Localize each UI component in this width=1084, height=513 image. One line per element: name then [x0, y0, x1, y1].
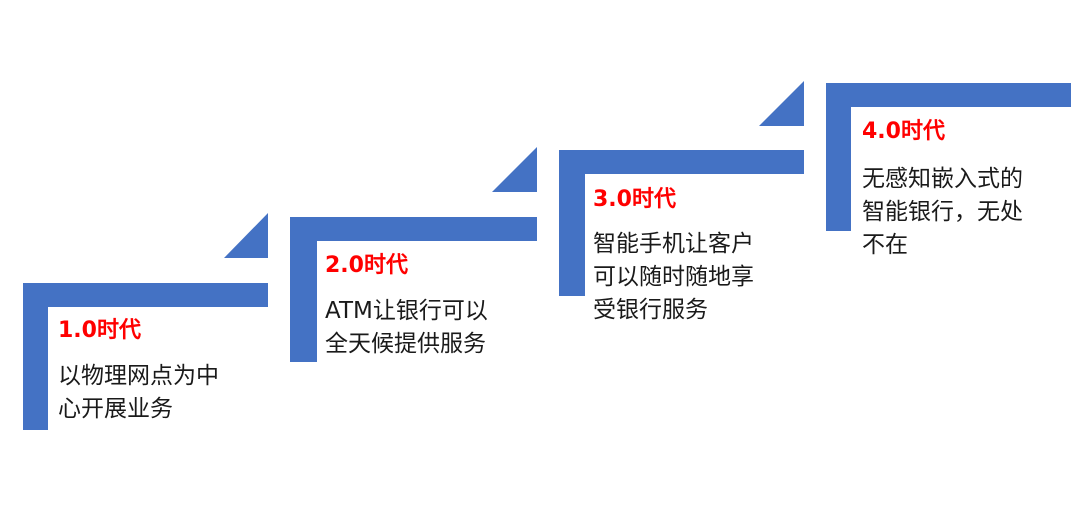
stage-1-bar	[23, 283, 268, 307]
stage-2-description: ATM让银行可以 全天候提供服务	[325, 295, 488, 361]
stage-4-bar	[826, 83, 1071, 107]
stage-3-post	[559, 150, 585, 296]
stage-3-line-3: 受银行服务	[593, 297, 708, 323]
stage-1-description: 以物理网点为中 心开展业务	[58, 360, 219, 426]
stage-1-line-1: 以物理网点为中	[58, 363, 219, 389]
stage-2-triangle	[492, 147, 537, 192]
stage-3-description: 智能手机让客户 可以随时随地享 受银行服务	[593, 228, 754, 327]
stage-4-line-1: 无感知嵌入式的	[862, 166, 1023, 192]
stage-4-post	[826, 83, 851, 231]
stage-2-line-1: ATM让银行可以	[325, 298, 488, 324]
stage-2-line-2: 全天候提供服务	[325, 331, 486, 357]
stage-3-shape	[559, 81, 804, 296]
stage-1-line-2: 心开展业务	[58, 396, 173, 422]
stage-3-line-2: 可以随时随地享	[593, 264, 754, 290]
stage-4-shape	[826, 83, 1071, 231]
stage-3-line-1: 智能手机让客户	[593, 231, 754, 257]
stage-4-line-3: 不在	[862, 232, 908, 258]
stage-2-title: 2.0时代	[325, 253, 408, 278]
stage-3-triangle	[759, 81, 804, 126]
stage-1-title: 1.0时代	[58, 318, 141, 343]
stage-4-line-2: 智能银行，无处	[862, 199, 1023, 225]
stage-3-bar	[559, 150, 804, 174]
stage-1-post	[23, 283, 48, 430]
stage-4-title: 4.0时代	[862, 119, 945, 144]
stage-4-description: 无感知嵌入式的 智能银行，无处 不在	[862, 163, 1023, 262]
stage-2-shape	[290, 147, 537, 362]
stage-1-triangle	[224, 213, 268, 258]
stage-2-post	[290, 217, 317, 362]
stage-3-title: 3.0时代	[593, 187, 676, 212]
stage-1-shape	[23, 213, 268, 430]
stage-2-bar	[290, 217, 537, 241]
